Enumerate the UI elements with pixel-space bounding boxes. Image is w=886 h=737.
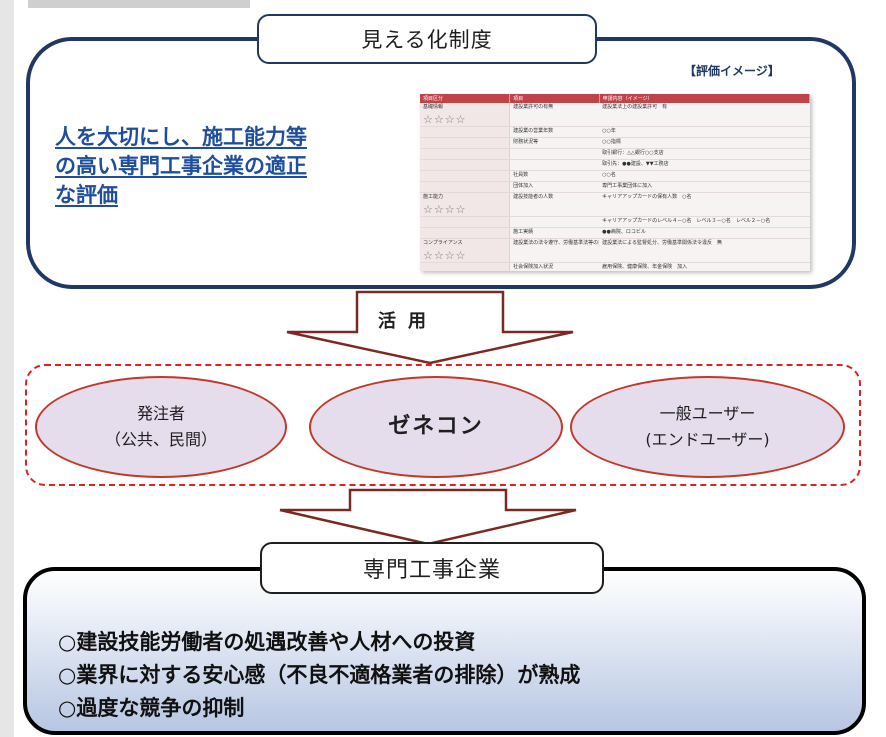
stakeholder-group — [25, 364, 861, 486]
table-row: 取引銀行：△△銀行○○支店 — [420, 148, 810, 160]
stakeholder-client[interactable]: 発注者 （公共、民間） — [35, 376, 287, 478]
down-arrow-icon — [286, 290, 574, 365]
table-row: 社会保険加入状況雇用保険、健康保険、年金保険 加入 — [420, 262, 810, 271]
table-row: 財務状況等○○指標 — [420, 137, 810, 149]
table-row: 社員数○○名 — [420, 170, 810, 182]
table-cell-detail: 建設業法による監督処分、労働基準関係法令違反 無 — [599, 238, 810, 263]
table-cell-category — [420, 216, 511, 228]
table-row: 建設業の営業年数○○年 — [420, 126, 810, 138]
table-cell-item: 建設業法の法令遵守、労働基準法等の状況 — [509, 238, 600, 263]
table-cell-item: 財務状況等 — [509, 137, 600, 149]
down-arrow-icon — [279, 488, 577, 546]
stakeholder-general-contractor[interactable]: ゼネコン — [309, 376, 563, 478]
table-cell-item: 施工実績 — [509, 227, 600, 239]
table-cell-detail: 専門工事業団体に加入 — [599, 181, 810, 193]
evaluation-image-label: 【評価イメージ】 — [684, 64, 780, 78]
specialty-contractor-title: 専門工事企業 — [260, 542, 604, 594]
table-cell-detail: 建設業法上の建設業許可 有 — [599, 103, 810, 127]
list-item: ○業界に対する安心感（不良不適格業者の排除）が熟成 — [58, 663, 581, 687]
table-cell-category — [420, 159, 511, 171]
benefit-list: ○建設技能労働者の処遇改善や人材への投資 ○業界に対する安心感（不良不適格業者の… — [58, 626, 580, 725]
table-cell-item — [509, 216, 600, 228]
table-cell-category — [420, 126, 511, 138]
stakeholder-subtitle: (エンドユーザー) — [645, 430, 770, 449]
table-row: 取引先：●●建設、▼▼工務店 — [420, 159, 810, 171]
stakeholder-general-user[interactable]: 一般ユーザー (エンドユーザー) — [570, 376, 845, 478]
table-row: コンプライアンス ☆☆☆☆ 建設業法の法令遵守、労働基準法等の状況建設業法による監督… — [420, 238, 810, 263]
stakeholder-name: ゼネコン — [388, 414, 484, 439]
table-row: キャリアアップカードのレベル４－○名 レベル３－○名 レベル２－○名 — [420, 216, 810, 228]
table-cell-category — [420, 227, 511, 239]
table-cell-category: コンプライアンス ☆☆☆☆ — [420, 238, 511, 263]
specialty-contractor-panel — [23, 567, 866, 735]
table-header: 申請内容（イメージ） — [599, 94, 810, 103]
table-cell-category — [420, 137, 511, 149]
evaluation-table-thumbnail: 項目区分 項目 申請内容（イメージ） 基礎情報 ☆☆☆☆ 建設業許可の有無建設業法上… — [420, 94, 810, 271]
table-header: 項目 — [509, 94, 600, 103]
list-item: ○建設技能労働者の処遇改善や人材への投資 — [58, 630, 476, 654]
list-item: ○過度な競争の抑制 — [58, 696, 245, 720]
table-cell-detail: ○○指標 — [599, 137, 810, 149]
table-cell-category — [420, 181, 511, 193]
stakeholder-name: 発注者 — [136, 404, 185, 423]
table-cell-item — [509, 148, 600, 160]
category-label: 基礎情報 — [423, 104, 444, 110]
table-cell-detail: 雇用保険、健康保険、年金保険 加入 — [599, 262, 810, 271]
visibility-system-title: 見える化制度 — [257, 14, 597, 64]
table-cell-item — [509, 159, 600, 171]
stakeholder-name: 一般ユーザー — [659, 404, 756, 423]
star-rating-icon: ☆☆☆☆ — [423, 203, 467, 216]
table-cell-item: 建設業許可の有無 — [509, 103, 600, 127]
table-row: 施工実績●●病院、ロコビル — [420, 227, 810, 239]
table-cell-category — [420, 148, 511, 160]
lead-line: の高い専門工事企業の適正 — [55, 154, 307, 178]
table-row: 基礎情報 ☆☆☆☆ 建設業許可の有無建設業法上の建設業許可 有 — [420, 103, 810, 127]
table-cell-detail: キャリアアップカードの保有人数 ○名 — [599, 192, 810, 217]
lead-statement[interactable]: 人を大切にし、施工能力等 の高い専門工事企業の適正 な評価 — [55, 123, 385, 210]
star-rating-icon: ☆☆☆☆ — [423, 249, 467, 262]
table-row: 施工能力 ☆☆☆☆ 建設技能者の人数キャリアアップカードの保有人数 ○名 — [420, 192, 810, 217]
category-label: 施工能力 — [423, 194, 444, 200]
lead-line: な評価 — [55, 183, 118, 207]
lead-line: 人を大切にし、施工能力等 — [55, 125, 307, 149]
stakeholder-subtitle: （公共、民間） — [104, 430, 217, 449]
category-label: コンプライアンス — [423, 240, 463, 246]
table-cell-detail: キャリアアップカードのレベル４－○名 レベル３－○名 レベル２－○名 — [599, 216, 810, 228]
table-cell-item: 社会保険加入状況 — [509, 262, 600, 271]
star-rating-icon: ☆☆☆☆ — [423, 113, 467, 126]
table-cell-detail: ●●病院、ロコビル — [599, 227, 810, 239]
table-header: 項目区分 — [420, 94, 511, 103]
table-cell-category: 施工能力 ☆☆☆☆ — [420, 192, 511, 217]
table-cell-detail: 取引先：●●建設、▼▼工務店 — [599, 159, 810, 171]
table-cell-item: 建設技能者の人数 — [509, 192, 600, 217]
table-cell-category: 基礎情報 ☆☆☆☆ — [420, 103, 511, 127]
table-cell-item: 建設業の営業年数 — [509, 126, 600, 138]
top-decoration — [28, 0, 250, 8]
evaluation-table: 項目区分 項目 申請内容（イメージ） 基礎情報 ☆☆☆☆ 建設業許可の有無建設業法上… — [420, 94, 810, 271]
utilization-label: 活用 — [378, 311, 438, 332]
table-cell-detail: ○○名 — [599, 170, 810, 182]
table-header-row: 項目区分 項目 申請内容（イメージ） — [420, 94, 810, 103]
table-row: 団体加入専門工事業団体に加入 — [420, 181, 810, 193]
table-cell-item: 社員数 — [509, 170, 600, 182]
table-cell-detail: ○○年 — [599, 126, 810, 138]
table-cell-category — [420, 262, 511, 271]
table-cell-category — [420, 170, 511, 182]
table-cell-item: 団体加入 — [509, 181, 600, 193]
left-border-strip — [0, 0, 14, 737]
table-cell-detail: 取引銀行：△△銀行○○支店 — [599, 148, 810, 160]
